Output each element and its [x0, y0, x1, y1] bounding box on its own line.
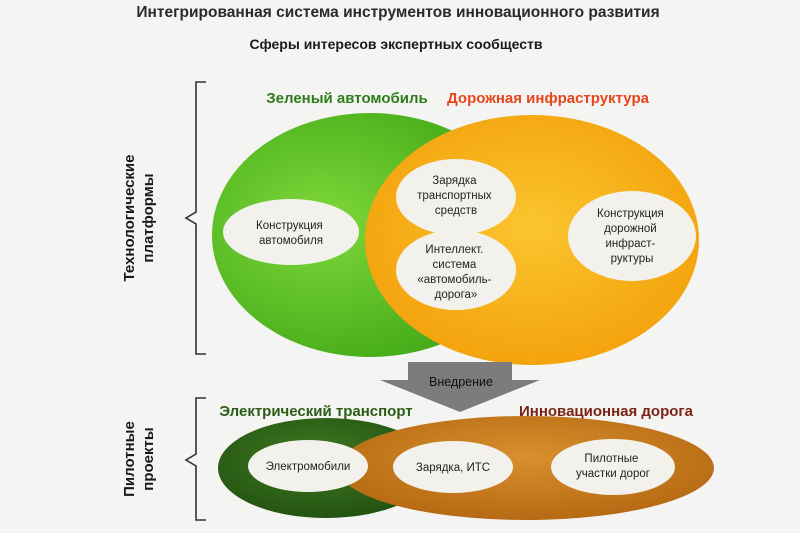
top-section-label: Технологические платформы — [121, 155, 157, 282]
vehicle-charging-line2: транспортных — [417, 190, 492, 202]
bottom-section-bracket — [184, 397, 206, 521]
bottom-section-label-line2: проекты — [140, 427, 157, 490]
implementation-arrow — [380, 362, 540, 412]
intelligent-system-node — [396, 230, 516, 310]
top-section-label-line2: платформы — [140, 173, 157, 262]
pilot-roads-node — [551, 439, 675, 495]
car-design-line1: Конструкция — [256, 220, 323, 232]
intelligent-system-line1: Интеллект. — [425, 244, 483, 256]
charging-its-label: Зарядка, ИТС — [416, 462, 490, 474]
innovative-road-title: Инновационная дорога — [519, 403, 694, 420]
road-design-line4: руктуры — [611, 253, 654, 265]
electric-cars-node — [248, 440, 368, 492]
road-design-node — [568, 191, 696, 281]
vehicle-charging-node — [396, 159, 516, 235]
intelligent-system-line2: система — [433, 259, 477, 271]
vehicle-charging-line3: средств — [435, 205, 477, 217]
charging-its-node — [393, 441, 513, 493]
svg-text:Зарядка транспортных с: Зарядка транспортных средств — [417, 175, 495, 217]
electric-transport-title: Электрический транспорт — [219, 403, 412, 420]
intelligent-system-line3: «автомобиль- — [417, 274, 491, 286]
road-design-line2: дорожной — [604, 223, 657, 235]
road-design-line3: инфраст- — [605, 238, 655, 250]
diagram-title: Интегрированная система инструментов инн… — [136, 4, 659, 21]
top-section-label-line1: Технологические — [121, 155, 138, 282]
electric-cars-label: Электромобили — [266, 461, 351, 473]
svg-text:Конструкция дорожной и: Конструкция дорожной инфраст- руктуры — [597, 208, 667, 265]
bottom-section-label: Пилотные проекты — [121, 421, 157, 497]
road-design-line1: Конструкция — [597, 208, 664, 220]
top-section-bracket — [184, 81, 206, 355]
diagram-subtitle: Сферы интересов экспертных сообществ — [250, 36, 543, 52]
intelligent-system-line4: дорога» — [435, 289, 478, 301]
green-car-title: Зеленый автомобиль — [266, 90, 427, 107]
svg-text:Конструкция автомобиля: Конструкция автомобиля — [256, 220, 326, 247]
bottom-section-label-line1: Пилотные — [121, 421, 138, 497]
car-design-node — [223, 199, 359, 265]
svg-text:Интеллект. система «ав: Интеллект. система «автомобиль- дорога» — [417, 244, 494, 301]
vehicle-charging-line1: Зарядка — [432, 175, 477, 187]
implementation-label: Внедрение — [429, 375, 493, 389]
road-infrastructure-title: Дорожная инфраструктура — [447, 90, 650, 107]
car-design-line2: автомобиля — [259, 235, 323, 247]
pilot-roads-line2: участки дорог — [576, 468, 650, 480]
svg-text:Пилотные участки дорог: Пилотные участки дорог — [576, 453, 650, 480]
pilot-roads-line1: Пилотные — [584, 453, 638, 465]
